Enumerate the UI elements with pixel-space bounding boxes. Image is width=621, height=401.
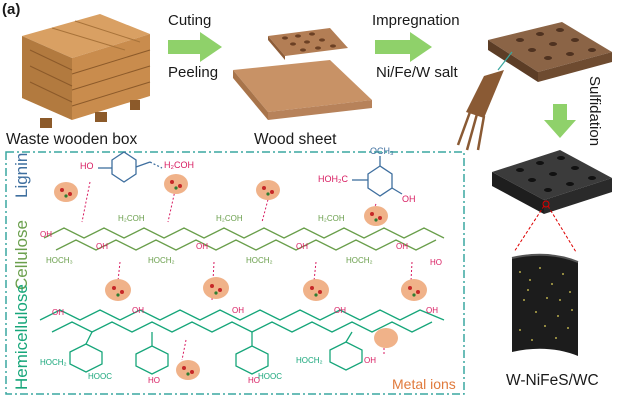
cellulose-oh-label-3: OH <box>196 242 208 251</box>
cellulose-ch2oh-label: H₂COH <box>118 214 145 223</box>
wood-sheet-caption: Wood sheet <box>254 131 337 148</box>
cut-arrow <box>168 32 222 62</box>
wood-sheet-illustration <box>233 28 372 120</box>
cellulose-hoch2-label-2: HOCH₂ <box>246 256 273 265</box>
product-caption: W-NiFeS/WC <box>506 372 599 389</box>
hemi-hoch2-label: HOCH₂ <box>40 358 67 367</box>
sulfidation-label: Sulfidation <box>586 76 603 147</box>
hemi-hooc-label: HOOC <box>88 372 112 381</box>
lignin-oh-label: OH <box>402 194 416 204</box>
hemi-oh-label-3: OH <box>232 306 244 315</box>
cellulose-hoch2-label-3: HOCH₂ <box>346 256 373 265</box>
lignin-och3-label: OCH₃ <box>370 146 394 156</box>
molecular-frame <box>5 151 465 395</box>
cellulose-oh-label: OH <box>40 230 52 239</box>
cellulose-oh-label-5: OH <box>396 242 408 251</box>
waste-box-caption: Waste wooden box <box>6 131 138 148</box>
cellulose-oh-label-4: OH <box>296 242 308 251</box>
wood-channel-bundle <box>456 51 513 151</box>
cellulose-ch2oh-label-2: H₂COH <box>216 214 243 223</box>
lignin-hoch2-label: HOH₂C <box>318 174 348 184</box>
lignin-ho-label: HO <box>80 161 94 171</box>
cellulose-ch2oh-label-3: H₂COH <box>318 214 345 223</box>
hemi-oh-label-5: OH <box>426 306 438 315</box>
impregnated-sheet-illustration <box>488 22 612 82</box>
hemi-oh-label-6: OH <box>364 356 376 365</box>
cellulose-och3-label: HOCH₃ <box>46 256 73 265</box>
hemi-hooc-label-2: HOOC <box>258 372 282 381</box>
sulfidation-arrow <box>544 104 576 138</box>
hemi-ho-label: HO <box>148 376 160 385</box>
impregnation-arrow <box>375 32 432 62</box>
hemi-ho-label-2: HO <box>248 376 260 385</box>
metal-ions-legend: Metal ions <box>392 376 456 392</box>
hemi-oh-label-4: OH <box>334 306 346 315</box>
peeling-label: Peeling <box>168 64 219 81</box>
impregnation-label: Impregnation <box>372 12 460 29</box>
metal-ion-clusters <box>54 174 427 380</box>
lignin-ch2oh-label: H₂COH <box>164 160 194 170</box>
hemicellulose-label: Hemicellulose <box>12 284 31 390</box>
hydrogen-bonds <box>81 181 413 361</box>
cellulose-chain <box>43 227 445 251</box>
salt-label: Ni/Fe/W salt <box>376 64 458 81</box>
hemi-oh-label-2: OH <box>132 306 144 315</box>
cutting-label: Cuting <box>168 12 212 29</box>
cellulose-hoch2-label: HOCH₂ <box>148 256 175 265</box>
wooden-box-illustration <box>22 14 151 128</box>
cellulose-ho-label: HO <box>430 258 442 267</box>
cellulose-label: Cellulose <box>12 220 31 290</box>
cellulose-oh-label-2: OH <box>96 242 108 251</box>
hemi-oh-label: OH <box>52 308 64 317</box>
lignin-structure <box>98 151 403 197</box>
hemi-hoch2-label-2: HOCH₂ <box>296 356 323 365</box>
panel-label: (a) <box>2 1 21 18</box>
lignin-label: Lignin <box>12 152 31 198</box>
hemicellulose-chain <box>39 309 445 375</box>
carbon-sheet-illustration <box>492 150 612 253</box>
nanoparticle-channel <box>511 253 579 356</box>
